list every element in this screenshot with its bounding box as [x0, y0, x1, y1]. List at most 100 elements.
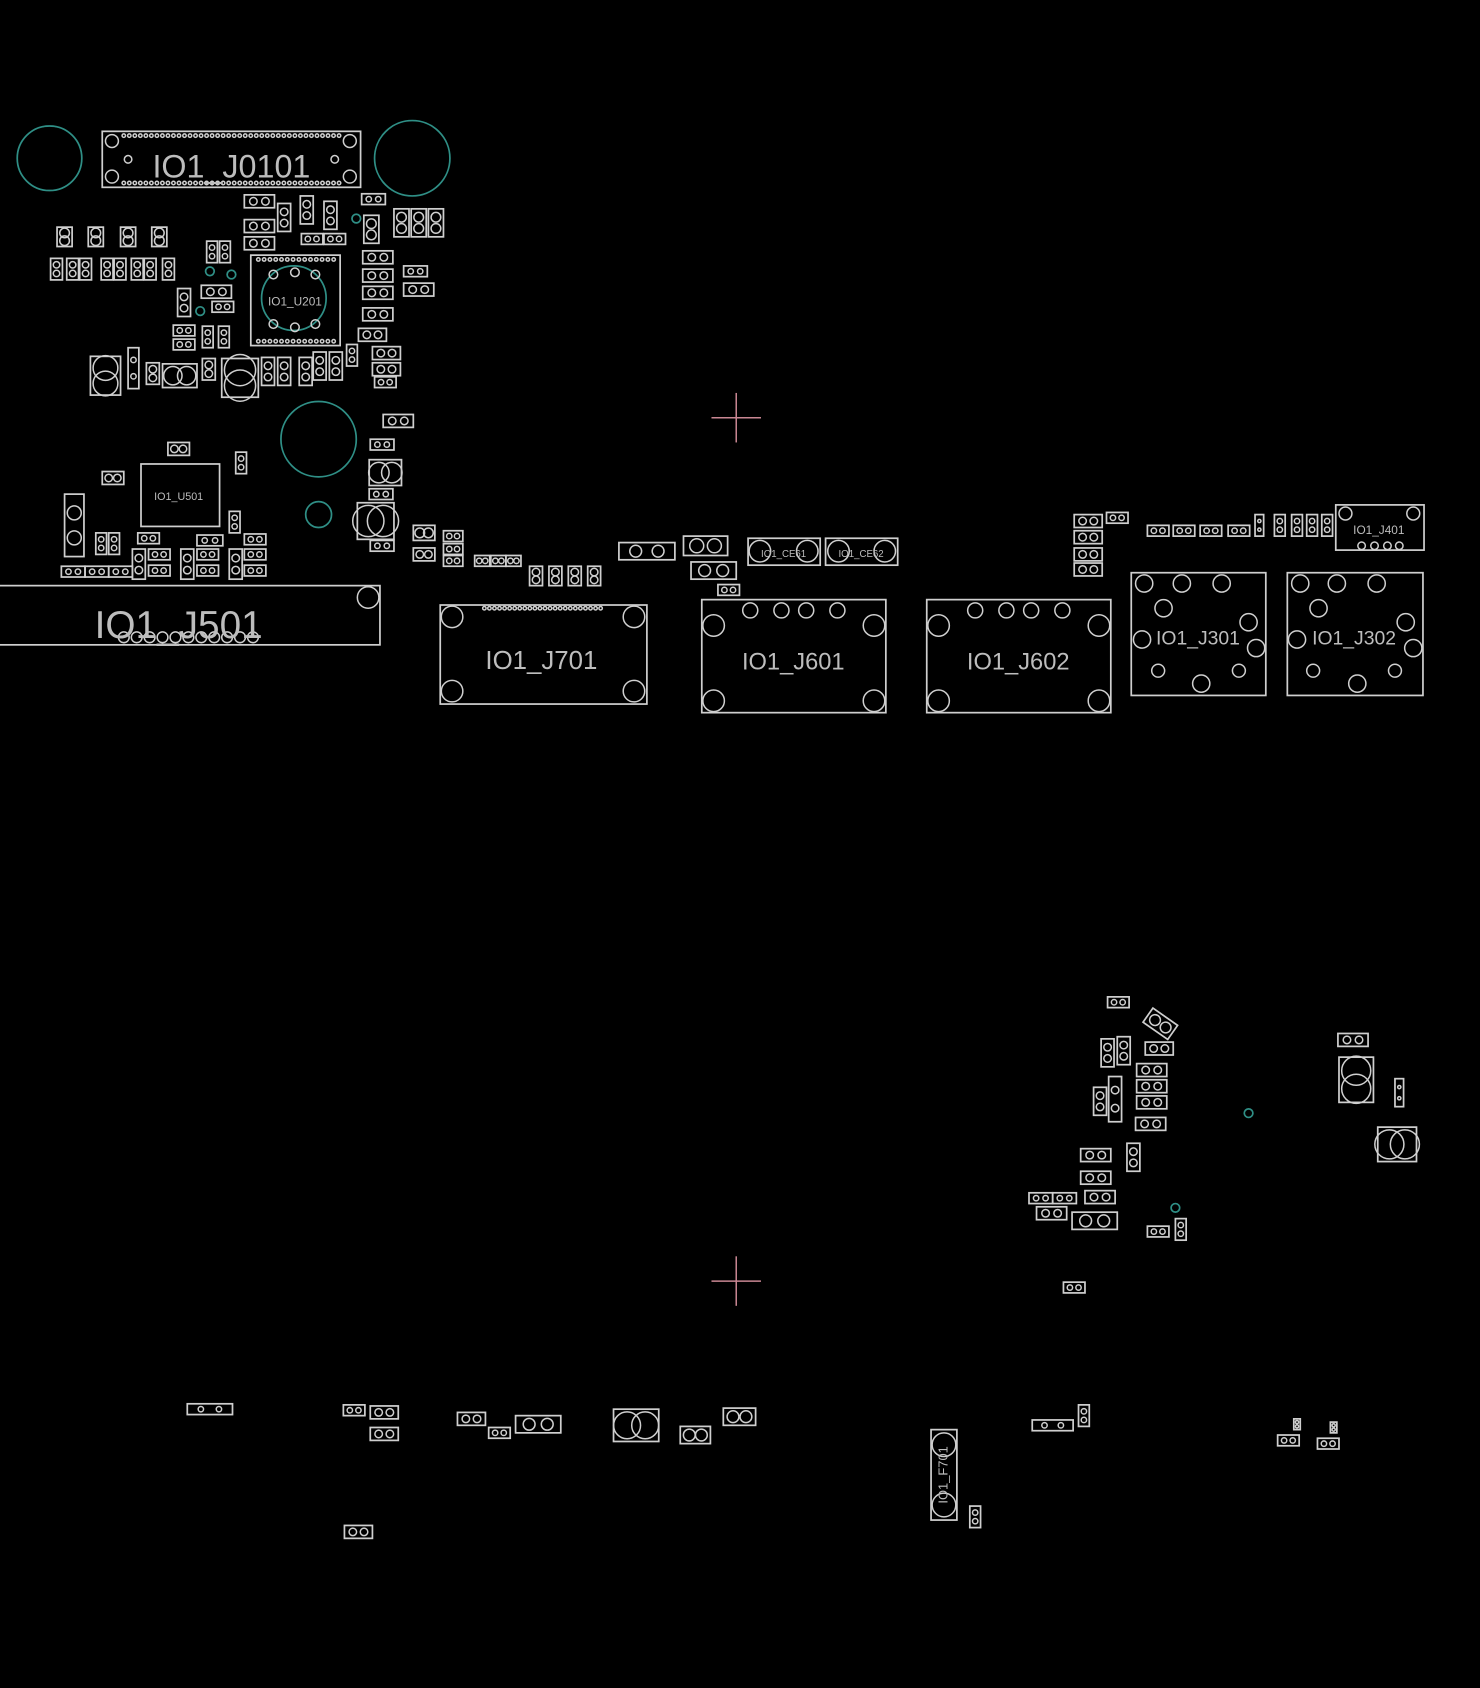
pin-pad — [187, 180, 193, 186]
component-j602[interactable]: IO1_J602 — [925, 598, 1112, 714]
pin-pad — [121, 133, 127, 139]
pin-pad — [137, 180, 143, 186]
refdes-label: IO1_CE62 — [839, 549, 884, 560]
passive-component — [1337, 1032, 1369, 1048]
pin-pad — [226, 180, 232, 186]
passive-component — [94, 532, 108, 556]
passive-component — [1320, 513, 1334, 537]
component-ce62[interactable]: IO1_CE62 — [824, 537, 899, 567]
passive-component — [127, 346, 140, 390]
passive-component — [200, 284, 233, 300]
passive-component — [217, 325, 231, 349]
passive-component — [298, 356, 314, 387]
pin-pad — [1172, 574, 1192, 593]
passive-component — [369, 1405, 400, 1420]
component-j0101[interactable]: IO1_J0101 — [101, 130, 362, 189]
passive-component — [442, 529, 464, 543]
pin-pad — [170, 133, 176, 139]
component-j501[interactable]: IO1_J501 — [0, 584, 381, 647]
passive-component — [1073, 529, 1104, 545]
pin-pad — [195, 631, 208, 644]
component-j601[interactable]: IO1_J601 — [700, 598, 887, 714]
passive-component — [1305, 513, 1319, 537]
component-j401[interactable]: IO1_J401 — [1334, 504, 1425, 551]
pin-pad — [582, 605, 588, 611]
refdes-label: IO1_J302 — [1312, 628, 1396, 650]
passive-component — [361, 285, 394, 301]
crosshair-markers — [711, 392, 761, 1306]
pin-pad — [622, 605, 646, 629]
pin-pad — [156, 631, 169, 644]
pin-pad — [259, 180, 265, 186]
component-u201[interactable]: IO1_U201 — [249, 254, 341, 347]
passive-component — [402, 265, 429, 278]
passive-component — [179, 548, 195, 581]
pin-pad — [284, 256, 290, 262]
passive-component — [412, 524, 436, 542]
component-f701[interactable]: IO1_F701 — [930, 1428, 958, 1521]
pin-pad — [577, 605, 583, 611]
passive-component — [489, 554, 507, 568]
mounting-hole — [204, 266, 216, 277]
passive-component — [65, 257, 80, 281]
passive-component — [312, 351, 327, 381]
pin-pad — [121, 180, 127, 186]
passive-component — [1062, 1281, 1086, 1294]
passive-component — [1144, 1041, 1175, 1056]
passive-component — [1174, 1217, 1188, 1242]
passive-component — [473, 554, 491, 568]
component-j302[interactable]: IO1_J302 — [1286, 571, 1424, 697]
pin-pad — [117, 631, 130, 644]
pin-pad — [598, 605, 604, 611]
passive-component — [49, 257, 64, 281]
pin-pad — [220, 133, 226, 139]
passive-component — [113, 257, 127, 281]
passive-component — [243, 193, 276, 209]
pin-pad — [255, 256, 261, 262]
pin-pad — [1369, 541, 1380, 551]
component-j701[interactable]: IO1_J701 — [439, 604, 648, 705]
pin-pad — [557, 605, 563, 611]
passive-component — [211, 300, 235, 314]
passive-component — [690, 561, 738, 581]
component-u501[interactable]: IO1_U501 — [140, 463, 221, 528]
pin-pad — [1309, 598, 1328, 618]
pin-pad — [132, 180, 138, 186]
pin-pad — [273, 256, 279, 262]
passive-component — [228, 548, 244, 581]
passive-component — [130, 257, 145, 281]
component-ce61[interactable]: IO1_CE61 — [747, 537, 822, 567]
passive-component — [410, 207, 428, 238]
passive-component — [1051, 1191, 1078, 1205]
component-j301[interactable]: IO1_J301 — [1130, 571, 1267, 697]
passive-component — [1073, 547, 1104, 562]
pin-pad — [279, 256, 284, 262]
passive-component — [150, 226, 168, 248]
pin-pad — [148, 180, 154, 186]
crosshair-marker — [711, 1256, 761, 1306]
passive-component — [679, 1425, 712, 1445]
passive-component — [1329, 1421, 1338, 1434]
pin-pad — [270, 133, 276, 139]
passive-component — [1141, 1006, 1179, 1041]
passive-component — [351, 501, 400, 541]
pin-pad — [284, 338, 290, 344]
pin-pad — [159, 133, 165, 139]
pin-pad — [198, 180, 204, 186]
pin-pad — [1239, 612, 1258, 632]
pin-pad — [547, 605, 553, 611]
pin-pad — [927, 613, 951, 637]
pin-pad — [998, 602, 1015, 619]
pin-pad — [931, 1492, 957, 1518]
pin-pad — [270, 180, 276, 186]
refdes-label: IO1_J401 — [1353, 523, 1404, 537]
passive-component — [196, 534, 224, 547]
pin-pad — [169, 631, 182, 644]
passive-component — [1199, 524, 1223, 537]
pin-pad — [1403, 638, 1423, 658]
pin-pad — [226, 133, 232, 139]
passive-component — [186, 1402, 234, 1416]
refdes-label: IO1_U201 — [268, 295, 322, 309]
pin-pad — [308, 256, 313, 262]
